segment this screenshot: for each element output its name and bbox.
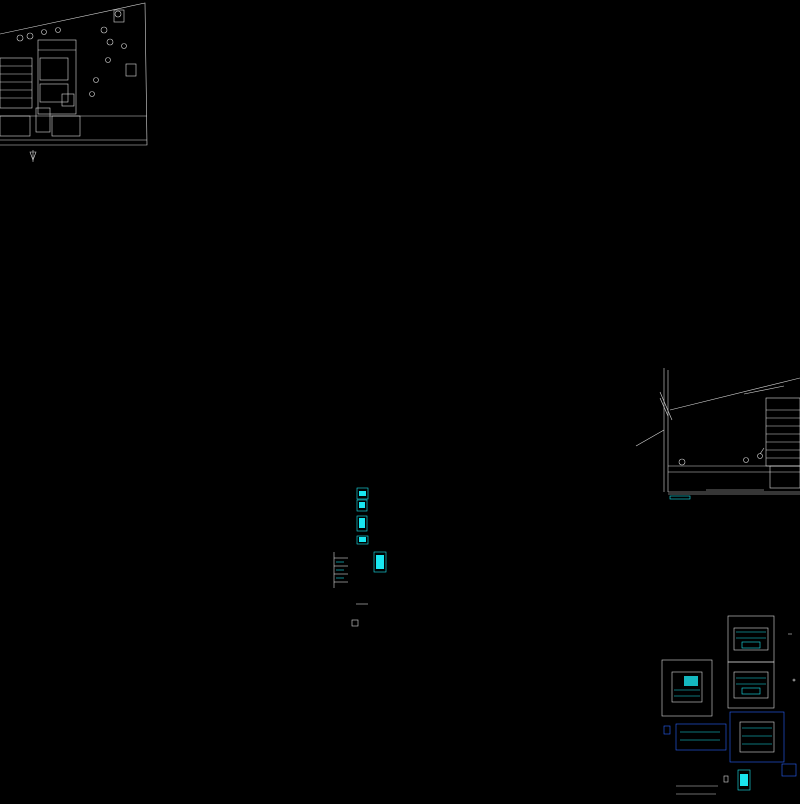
site-plan-top-left [0,2,148,162]
building-block-right [765,397,800,489]
hatched-strip [0,115,81,137]
north-arrow-icon [29,150,37,162]
seating-block-left [0,57,33,109]
landscape-trees [16,9,137,97]
sheet-frame-e [729,711,785,763]
table-grid-block [333,552,348,588]
detail-blocks-center [333,487,387,627]
sheet-layouts-bottom-right [661,615,797,795]
site-plan-right [635,368,800,500]
sheet-frame-b [727,615,775,663]
sheet-frame-a [661,659,713,717]
sheet-frame-d [675,723,727,751]
building-block-center [35,39,77,133]
sheet-frame-c [727,661,775,709]
